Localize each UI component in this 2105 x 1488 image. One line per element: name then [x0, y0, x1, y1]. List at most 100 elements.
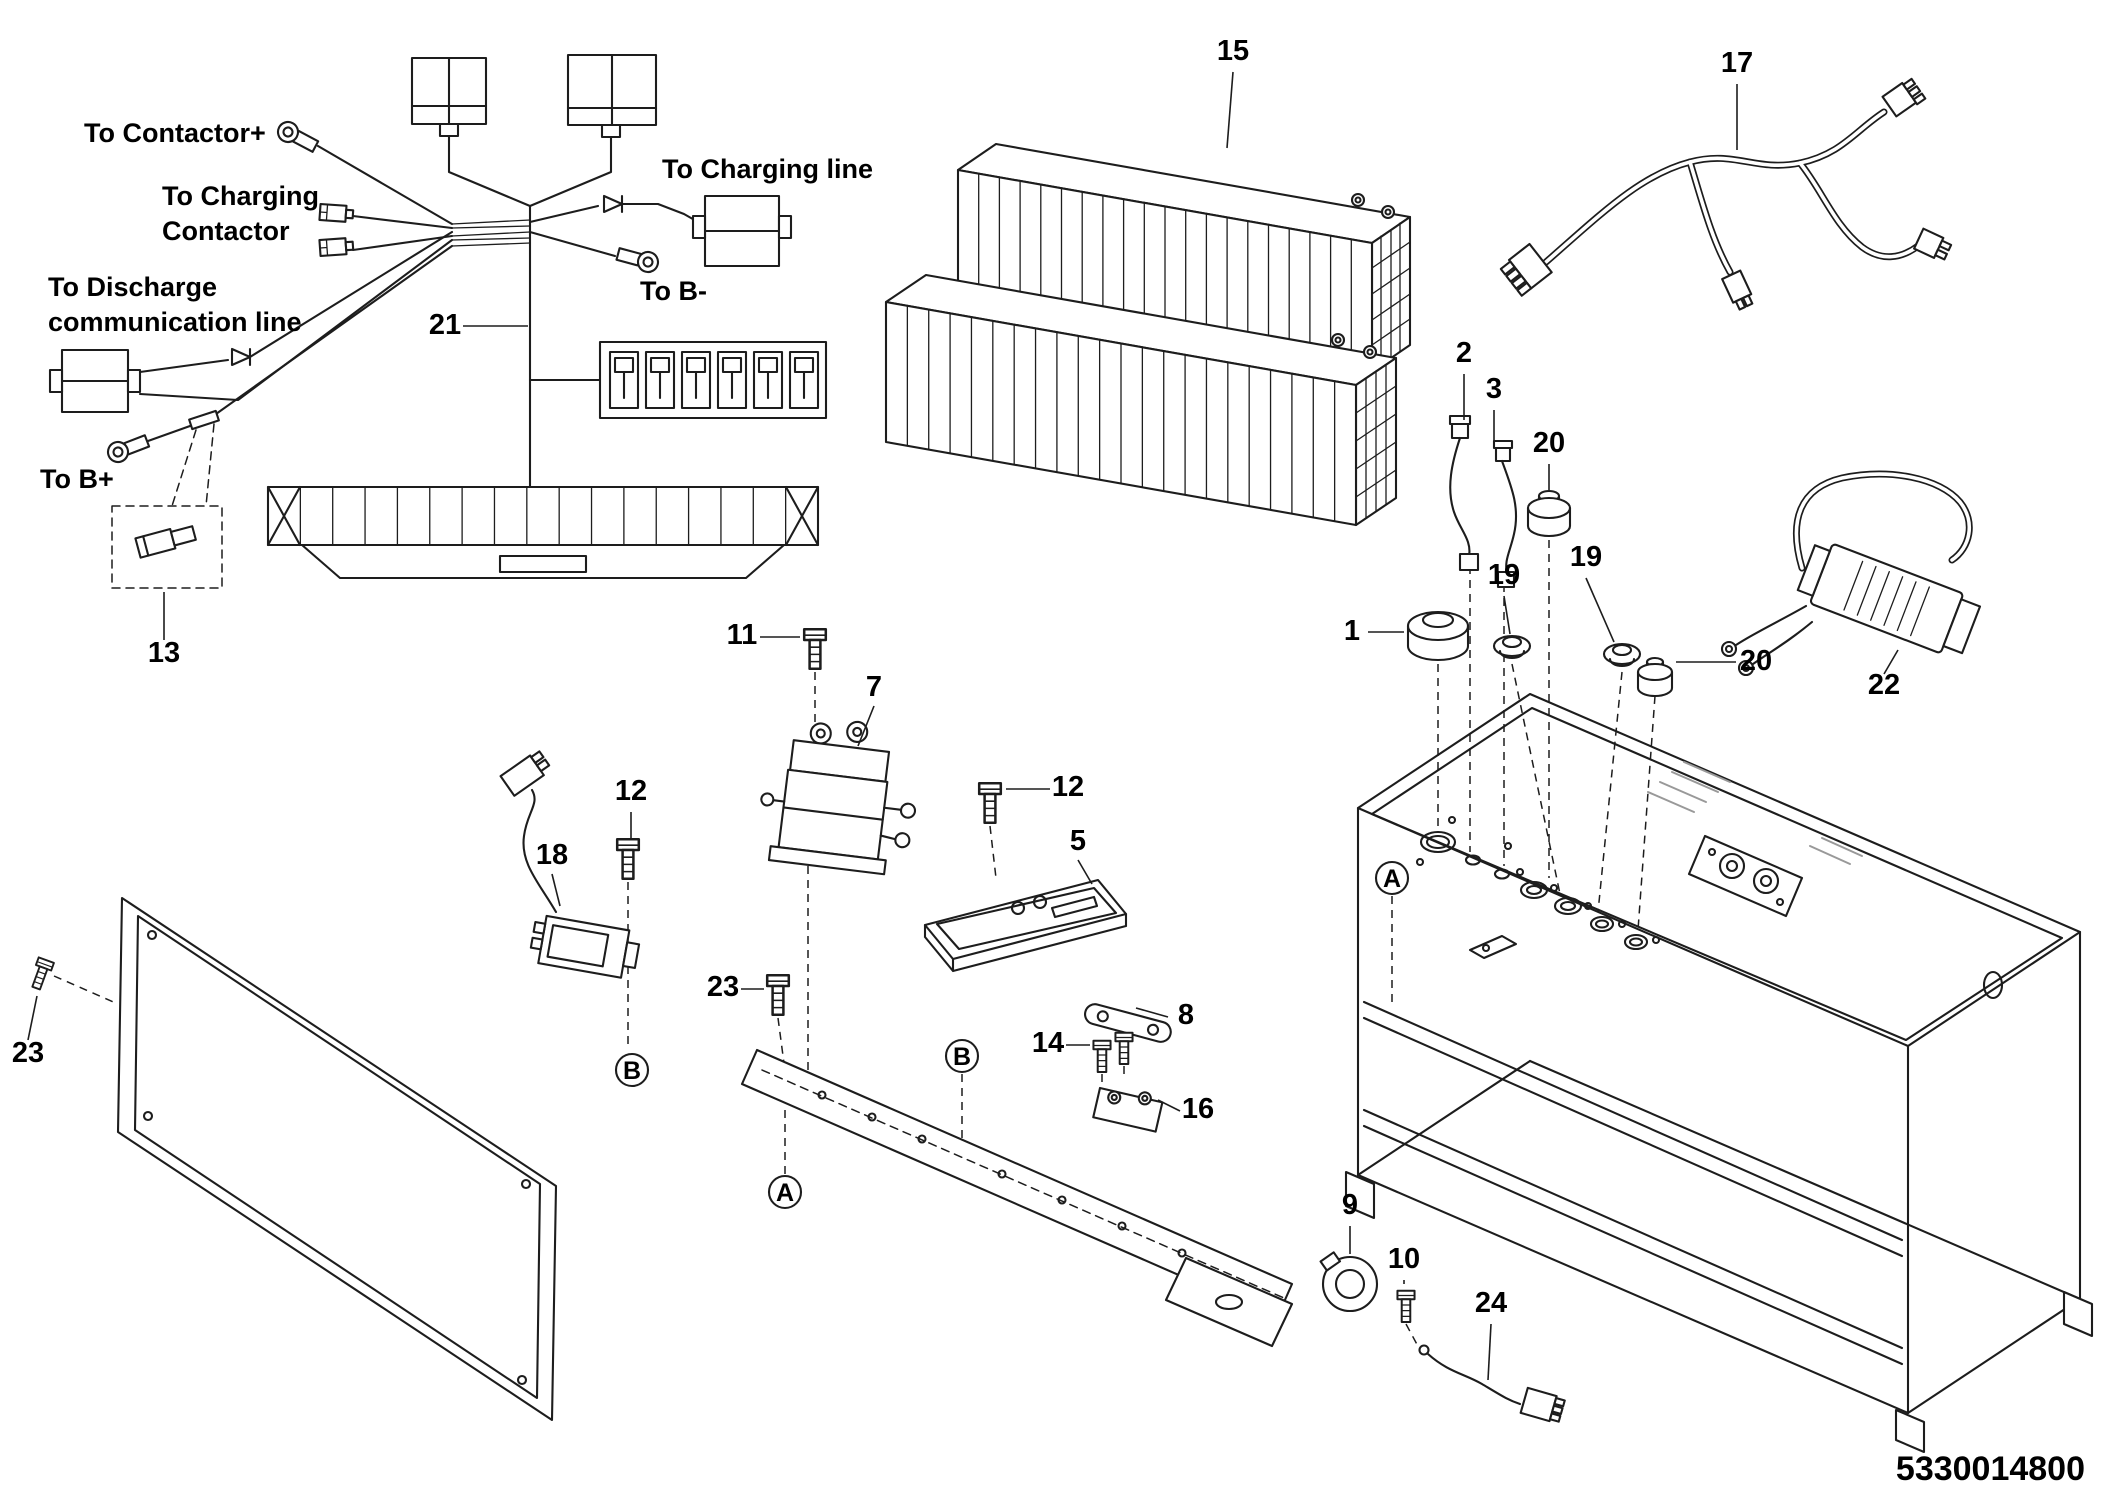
callout-8: 8: [1178, 999, 1194, 1031]
label-to-charging-line: To Charging line: [662, 154, 873, 184]
callout-10: 10: [1388, 1243, 1420, 1275]
marker-b2: B: [953, 1043, 971, 1071]
callout-12b: 12: [1052, 771, 1084, 803]
wire-labels: To Contactor+ To Charging Contactor To C…: [40, 118, 873, 494]
spade-terminal-2: [318, 236, 355, 258]
screw-10: [1396, 1289, 1416, 1324]
box-foot-right: [2062, 1290, 2094, 1338]
charging-connector-22: [1720, 470, 1982, 677]
callout-1: 1: [1344, 615, 1360, 647]
label-to-charging-contactor-1: To Charging: [162, 181, 319, 211]
ring-terminal-b-plus: [104, 430, 152, 466]
spade-terminal-1: [318, 202, 355, 224]
callout-15: 15: [1217, 35, 1249, 67]
cable-24: [1418, 1344, 1566, 1423]
grommet-9: [1319, 1251, 1379, 1313]
callout-5: 5: [1070, 825, 1086, 857]
side-wall-hole: [1982, 970, 2004, 1000]
fuse-relay-block: [528, 340, 828, 420]
view-markers: A A B B: [614, 860, 1410, 1210]
battery-end-grid-lower: [1355, 364, 1397, 519]
callout-19b: 19: [1570, 541, 1602, 573]
harness-connector-top-right: [1881, 77, 1927, 118]
grommet-20b: [1636, 656, 1674, 698]
relay-block-b: [566, 53, 658, 139]
harness-connector-left: [1499, 242, 1553, 297]
callout-17: 17: [1721, 47, 1753, 79]
bolt-12b: [977, 781, 1003, 825]
label-to-contactor-plus: To Contactor+: [84, 118, 266, 148]
callout-9: 9: [1342, 1189, 1358, 1221]
bolt-12a: [615, 837, 641, 881]
battery-module-upper: [956, 142, 1412, 373]
callout-23b: 23: [12, 1037, 44, 1069]
bolt-11: [802, 627, 828, 671]
callout-3: 3: [1486, 373, 1502, 405]
mounted-socket: [1687, 834, 1804, 918]
battery-end-grid-upper: [1371, 222, 1411, 365]
label-to-b-plus: To B+: [40, 464, 114, 494]
callout-7: 7: [866, 671, 882, 703]
label-to-discharge-2: communication line: [48, 307, 302, 337]
label-to-b-minus: To B-: [640, 276, 707, 306]
callout-20b: 20: [1740, 645, 1772, 677]
callout-16: 16: [1182, 1093, 1214, 1125]
hatch-lines: [1647, 761, 1863, 865]
side-cover-panel: [116, 896, 558, 1422]
bolt-14a: [1092, 1039, 1112, 1074]
controller-5: [923, 878, 1128, 973]
grommet-20a: [1526, 489, 1572, 538]
callout-12a: 12: [615, 775, 647, 807]
discharge-device: [48, 348, 142, 414]
ring-terminal-contactor-plus: [273, 117, 322, 157]
cable-3: [1492, 439, 1518, 589]
box-foot-front: [1894, 1408, 1926, 1454]
boot-19b: [1602, 642, 1642, 668]
cable-2: [1448, 414, 1480, 572]
crimp-splice: [188, 409, 220, 431]
callout-21: 21: [429, 309, 461, 341]
mounting-plate: [740, 1048, 1294, 1348]
callout-24: 24: [1475, 1287, 1507, 1319]
callout-22: 22: [1868, 669, 1900, 701]
sensor-18: [499, 750, 641, 979]
key-cap-1: [1406, 610, 1470, 662]
callout-18: 18: [536, 839, 568, 871]
callout-20a: 20: [1533, 427, 1565, 459]
terminal-block-16: [1092, 1086, 1164, 1133]
bolt-23a: [765, 973, 791, 1017]
screw-23-left: [27, 956, 119, 1005]
marker-b1: B: [623, 1057, 641, 1085]
bolt-14b: [1114, 1031, 1134, 1066]
terminal-strip: [266, 485, 820, 580]
box-interior-rails: [1362, 934, 1904, 1366]
harness-connector-bottom: [1721, 269, 1754, 311]
contactor-7: [760, 720, 917, 876]
callout-23a: 23: [707, 971, 739, 1003]
harness-connector-right: [1913, 227, 1953, 261]
assembly-leader-lines: [627, 540, 1656, 1351]
battery-module-lower: [884, 273, 1398, 527]
relay-block-a: [410, 56, 488, 138]
cable-harness-17: [1499, 77, 1953, 311]
fuse-13-detail: [111, 423, 223, 589]
callout-leader-lines: [27, 71, 1899, 1381]
ring-terminal-b-minus: [614, 243, 662, 276]
callout-13: 13: [148, 637, 180, 669]
callout-numbers: 15 17 2 3 20 19 19 1 20 22 21 11 7 12 12…: [12, 35, 1900, 1319]
battery-box-frame: [1344, 692, 2094, 1454]
label-to-charging-contactor-2: Contactor: [162, 216, 290, 246]
callout-11: 11: [727, 619, 758, 651]
callout-2: 2: [1456, 337, 1472, 369]
callout-19a: 19: [1488, 559, 1520, 591]
top-panel-holes: [1415, 815, 1661, 951]
callout-14: 14: [1032, 1027, 1064, 1059]
box-foot-left: [1344, 1170, 1376, 1220]
marker-a2: A: [776, 1179, 794, 1207]
boot-19a: [1492, 634, 1532, 660]
label-to-discharge-1: To Discharge: [48, 272, 217, 302]
wiring-harness-21: [48, 53, 828, 589]
marker-a1: A: [1383, 865, 1401, 893]
